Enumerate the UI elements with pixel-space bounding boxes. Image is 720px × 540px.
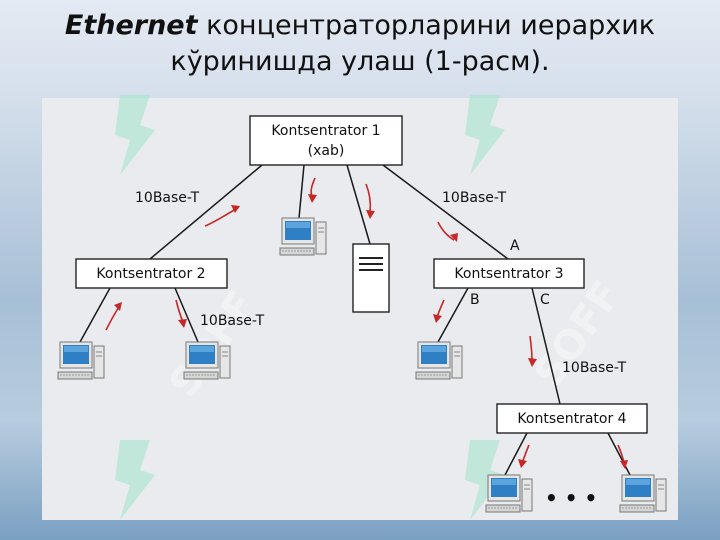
- link-label-hub2: 10Base-T: [200, 313, 265, 329]
- signal-arrow-icon: [365, 183, 375, 219]
- link-hub4-pc1: [504, 432, 528, 476]
- signal-arrow-icon: [433, 299, 445, 323]
- port-label-a: A: [510, 238, 520, 254]
- hub-3: Kontsentrator 3: [433, 258, 585, 289]
- links: [79, 164, 631, 476]
- link-label-hub4: 10Base-T: [562, 360, 627, 376]
- title-rest: концентраторларини иерархик: [197, 10, 656, 41]
- port-label-c: C: [540, 292, 550, 308]
- computer-icon: [619, 474, 667, 513]
- hub-3-name: Kontsentrator 3: [454, 266, 563, 282]
- signal-arrows: [105, 177, 628, 469]
- hub-2-name: Kontsentrator 2: [96, 266, 205, 282]
- signal-arrow-icon: [437, 221, 458, 242]
- computer-icon: [57, 341, 105, 380]
- link-hub2-pc1: [79, 287, 111, 343]
- signal-arrow-icon: [175, 299, 187, 328]
- hub-4: Kontsentrator 4: [496, 403, 648, 434]
- signal-arrow-icon: [617, 444, 628, 469]
- link-hub2-pc2: [174, 287, 199, 343]
- title-line2: кўринишда улаш (1-расм).: [170, 46, 550, 77]
- hub-1: Kontsentrator 1 (xab): [249, 115, 403, 166]
- link-hub1-hub2: [149, 164, 263, 260]
- link-hub4-pc2: [607, 432, 631, 476]
- hub-2: Kontsentrator 2: [75, 258, 228, 289]
- computer-icon: [279, 217, 327, 256]
- link-hub3-pcB: [437, 287, 469, 343]
- ellipsis: • • •: [545, 486, 597, 510]
- title-ethernet: Ethernet: [64, 10, 198, 41]
- link-hub1-pc: [298, 164, 305, 219]
- computer-icon: [183, 341, 231, 380]
- link-hub1-hub3: [382, 164, 509, 260]
- hub-1-sub: (xab): [308, 143, 345, 159]
- server-icon: [352, 243, 390, 313]
- link-hub3-hub4: [531, 287, 561, 405]
- signal-arrow-icon: [308, 177, 317, 203]
- computer-icon: [485, 474, 533, 513]
- link-label-right: 10Base-T: [442, 190, 507, 206]
- link-hub1-server: [346, 164, 371, 245]
- hub-1-name: Kontsentrator 1: [271, 123, 380, 139]
- link-label-left: 10Base-T: [135, 190, 200, 206]
- signal-arrow-icon: [204, 205, 240, 227]
- signal-arrow-icon: [518, 444, 530, 468]
- signal-arrow-icon: [105, 302, 122, 331]
- hub-4-name: Kontsentrator 4: [517, 411, 626, 427]
- slide-title: Ethernet концентраторларини иерархик кўр…: [0, 8, 720, 80]
- port-label-b: B: [470, 292, 480, 308]
- signal-arrow-icon: [528, 335, 537, 367]
- computer-icon: [415, 341, 463, 380]
